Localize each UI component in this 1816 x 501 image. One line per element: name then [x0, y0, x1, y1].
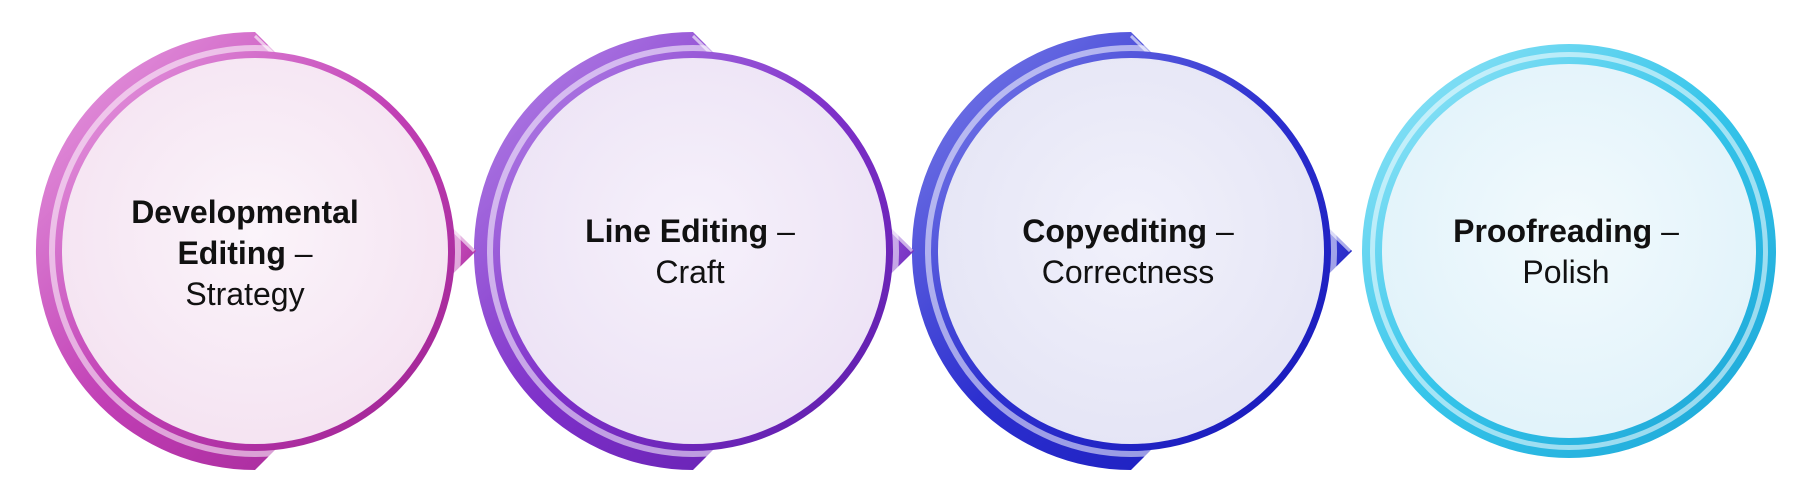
- step-1-title-text-2: Editing: [177, 235, 286, 271]
- step-4-label: Proofreading – Polish: [1416, 211, 1716, 293]
- step-2-circle-fill: [500, 58, 886, 444]
- step-1-subtitle: Strategy: [185, 276, 305, 312]
- step-3-circle-fill: [938, 58, 1324, 444]
- step-1-circle-fill: [62, 58, 448, 444]
- step-1-title-text: Developmental: [131, 194, 359, 230]
- step-4-title-line: Proofreading –: [1416, 211, 1716, 252]
- step-1-title-line1: Developmental: [95, 192, 395, 233]
- step-1-label: Developmental Editing – Strategy: [95, 192, 395, 315]
- step-3-copyediting: [911, 31, 1352, 470]
- step-4-separator: –: [1661, 213, 1679, 249]
- step-4-title-text: Proofreading: [1453, 213, 1653, 249]
- step-2-title-line: Line Editing –: [540, 211, 840, 252]
- step-1-title-line2: Editing –: [95, 233, 395, 274]
- step-3-label: Copyediting – Correctness: [978, 211, 1278, 293]
- step-3-title-line: Copyediting –: [978, 211, 1278, 252]
- step-4-proofreading: [1362, 44, 1776, 458]
- step-2-line-editing: [473, 31, 914, 470]
- step-3-subtitle: Correctness: [1041, 254, 1215, 290]
- step-3-title-text: Copyediting: [1022, 213, 1208, 249]
- step-2-separator: –: [777, 213, 795, 249]
- step-4-subtitle: Polish: [1522, 254, 1610, 290]
- step-4-circle-fill: [1382, 64, 1756, 438]
- step-1-developmental-editing: [35, 31, 477, 470]
- step-1-separator: –: [294, 235, 313, 271]
- step-2-label: Line Editing – Craft: [540, 211, 840, 293]
- step-3-separator: –: [1215, 213, 1234, 249]
- step-2-subtitle: Craft: [655, 254, 725, 290]
- step-2-title-text: Line Editing: [585, 213, 769, 249]
